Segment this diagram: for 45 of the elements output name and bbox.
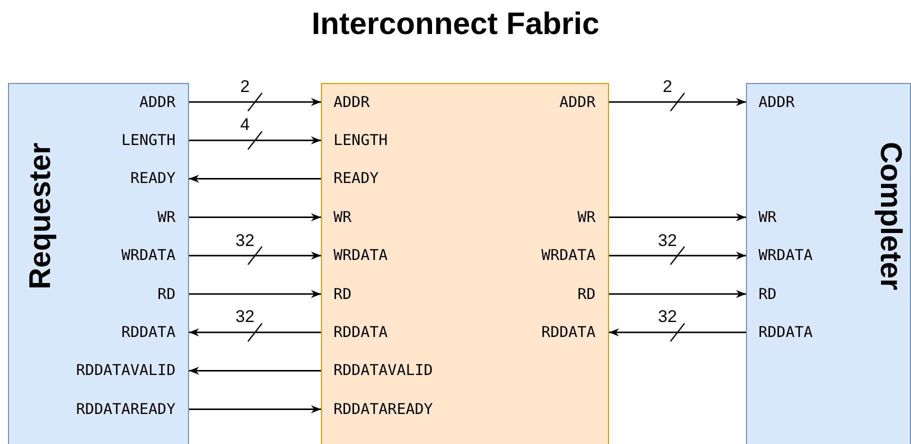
signal-label: WR [468, 206, 608, 227]
arrow [189, 328, 321, 336]
signal-label: RDDATA [746, 322, 886, 342]
bus-width-label: 32 [658, 232, 677, 250]
arrow [189, 213, 321, 222]
bus-width-label: 2 [662, 78, 672, 96]
arrow [609, 213, 746, 222]
signal-label: RDDATA [320, 322, 460, 342]
arrow [189, 174, 321, 183]
arrow [189, 405, 321, 414]
signal-label: RDDATAREADY [48, 398, 188, 419]
arrow [609, 290, 746, 298]
component-block [8, 83, 189, 444]
bus-width-label: 4 [240, 116, 250, 134]
bus-width-label: 32 [658, 308, 677, 326]
arrow [189, 252, 321, 260]
arrow [609, 252, 746, 260]
signal-label: WR [320, 206, 460, 227]
arrow [609, 328, 746, 336]
signal-label: ADDR [320, 92, 460, 112]
signal-label: RD [320, 284, 460, 304]
signal-label: RDDATAVALID [320, 360, 460, 380]
signal-label: RD [468, 284, 608, 304]
signal-label: RDDATAVALID [48, 360, 188, 380]
signal-label: ADDR [468, 92, 608, 112]
fabric-block [321, 83, 609, 444]
arrow [189, 136, 321, 144]
signal-label: RDDATA [48, 322, 188, 342]
signal-label: ADDR [48, 92, 188, 112]
signal-label: WRDATA [320, 245, 460, 266]
bus-width-label: 32 [236, 308, 254, 326]
signal-label: RDDATA [468, 322, 608, 342]
title: Interconnect Fabric [310, 6, 600, 42]
component-block [746, 83, 911, 444]
signal-label: WRDATA [468, 245, 608, 266]
arrow [189, 366, 321, 375]
bus-width-label: 32 [236, 232, 254, 250]
bus-width-label: 2 [240, 78, 250, 96]
signal-label: READY [320, 168, 460, 188]
signal-label: LENGTH [320, 130, 460, 150]
arrow [189, 98, 321, 106]
arrow [609, 98, 746, 106]
signal-label: RDDATAREADY [320, 398, 460, 419]
signal-label: ADDR [746, 92, 886, 112]
arrow [189, 290, 321, 298]
